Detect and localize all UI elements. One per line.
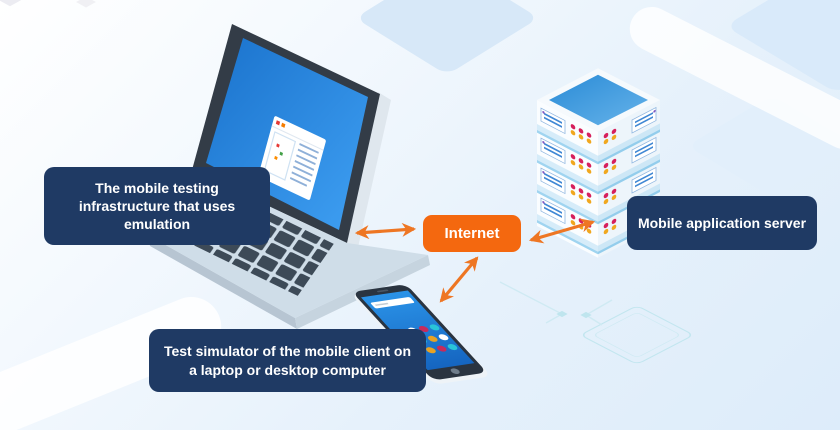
circuit-line: [584, 299, 613, 326]
background-diamond: [360, 0, 534, 72]
phone-search-bar: [370, 297, 415, 309]
circuit-line: [499, 281, 564, 324]
corner-accent: [76, 0, 96, 8]
server-leds: [603, 128, 617, 235]
server-top-panel: [549, 74, 648, 126]
label-server-text: Mobile application server: [637, 214, 807, 231]
circuit-diamond-outline: [582, 306, 692, 364]
label-simulator: Test simulator of the mobile client on a…: [149, 329, 426, 392]
phone-home-button: [450, 368, 460, 375]
arrow-internet-server: [528, 218, 596, 244]
label-emulation: The mobile testing infrastructure that u…: [44, 167, 270, 245]
server-vent-panels: [540, 107, 566, 225]
connection-arrows: [354, 218, 596, 303]
laptop-lid-edge: [345, 92, 391, 252]
phone-speaker: [377, 289, 389, 293]
background-diamond: [731, 0, 840, 90]
internet-node: Internet: [423, 215, 521, 252]
server-illustration: [537, 68, 660, 258]
label-server: Mobile application server: [627, 196, 817, 250]
window-text-lines: [289, 142, 319, 187]
label-simulator-text: Test simulator of the mobile client on a…: [163, 343, 412, 378]
window-control-dot: [281, 122, 286, 128]
corner-accent: [0, 0, 22, 7]
laptop-base-edge: [148, 235, 297, 329]
server-left-face: [537, 100, 598, 258]
internet-node-text: Internet: [444, 225, 500, 242]
label-emulation-text: The mobile testing infrastructure that u…: [78, 179, 236, 233]
emulator-window: [258, 116, 326, 200]
background-band: [629, 6, 840, 150]
window-control-dot: [275, 120, 281, 126]
arrow-laptop-internet: [354, 222, 417, 240]
server-leds: [570, 124, 592, 234]
arrow-internet-phone: [439, 256, 479, 303]
circuit-diamond-outline: [595, 313, 679, 357]
